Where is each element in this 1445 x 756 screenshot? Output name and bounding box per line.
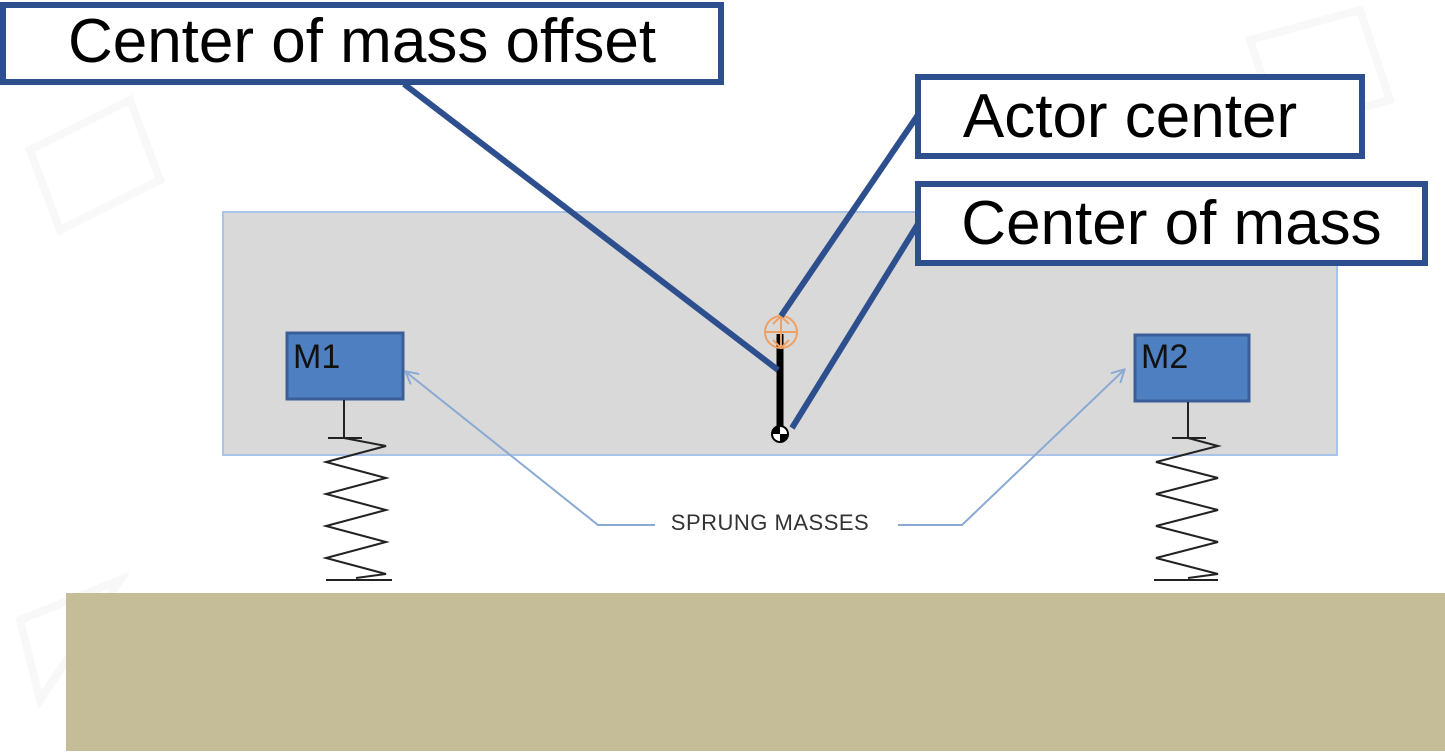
callout-center-of-mass-offset: Center of mass offset — [0, 2, 724, 85]
mass-block-m1 — [285, 331, 405, 401]
orange-crosshair-icon — [764, 314, 798, 350]
mass-block-m2 — [1133, 333, 1251, 403]
callout-center-of-mass-offset-text: Center of mass offset — [67, 6, 657, 76]
ground — [66, 593, 1445, 751]
callout-actor-center: Actor center — [915, 74, 1365, 159]
mass-label-m2: M2 — [1141, 338, 1189, 376]
sprung-masses-label: SPRUNG MASSES — [670, 510, 870, 535]
leader-center-of-mass — [789, 222, 921, 430]
spring-left — [322, 400, 392, 581]
leader-actor-center — [778, 110, 923, 318]
leader-center-of-mass-offset — [402, 81, 780, 373]
callout-center-of-mass: Center of mass — [915, 181, 1428, 266]
com-marker-icon — [771, 425, 789, 443]
callout-center-of-mass-text: Center of mass — [961, 188, 1382, 258]
spring-right — [1154, 402, 1222, 581]
annotation-arrow-m2 — [898, 370, 1124, 526]
annotation-arrow-m1 — [406, 372, 655, 526]
mass-label-m1: M1 — [293, 338, 341, 376]
callout-actor-center-text: Actor center — [962, 81, 1298, 151]
